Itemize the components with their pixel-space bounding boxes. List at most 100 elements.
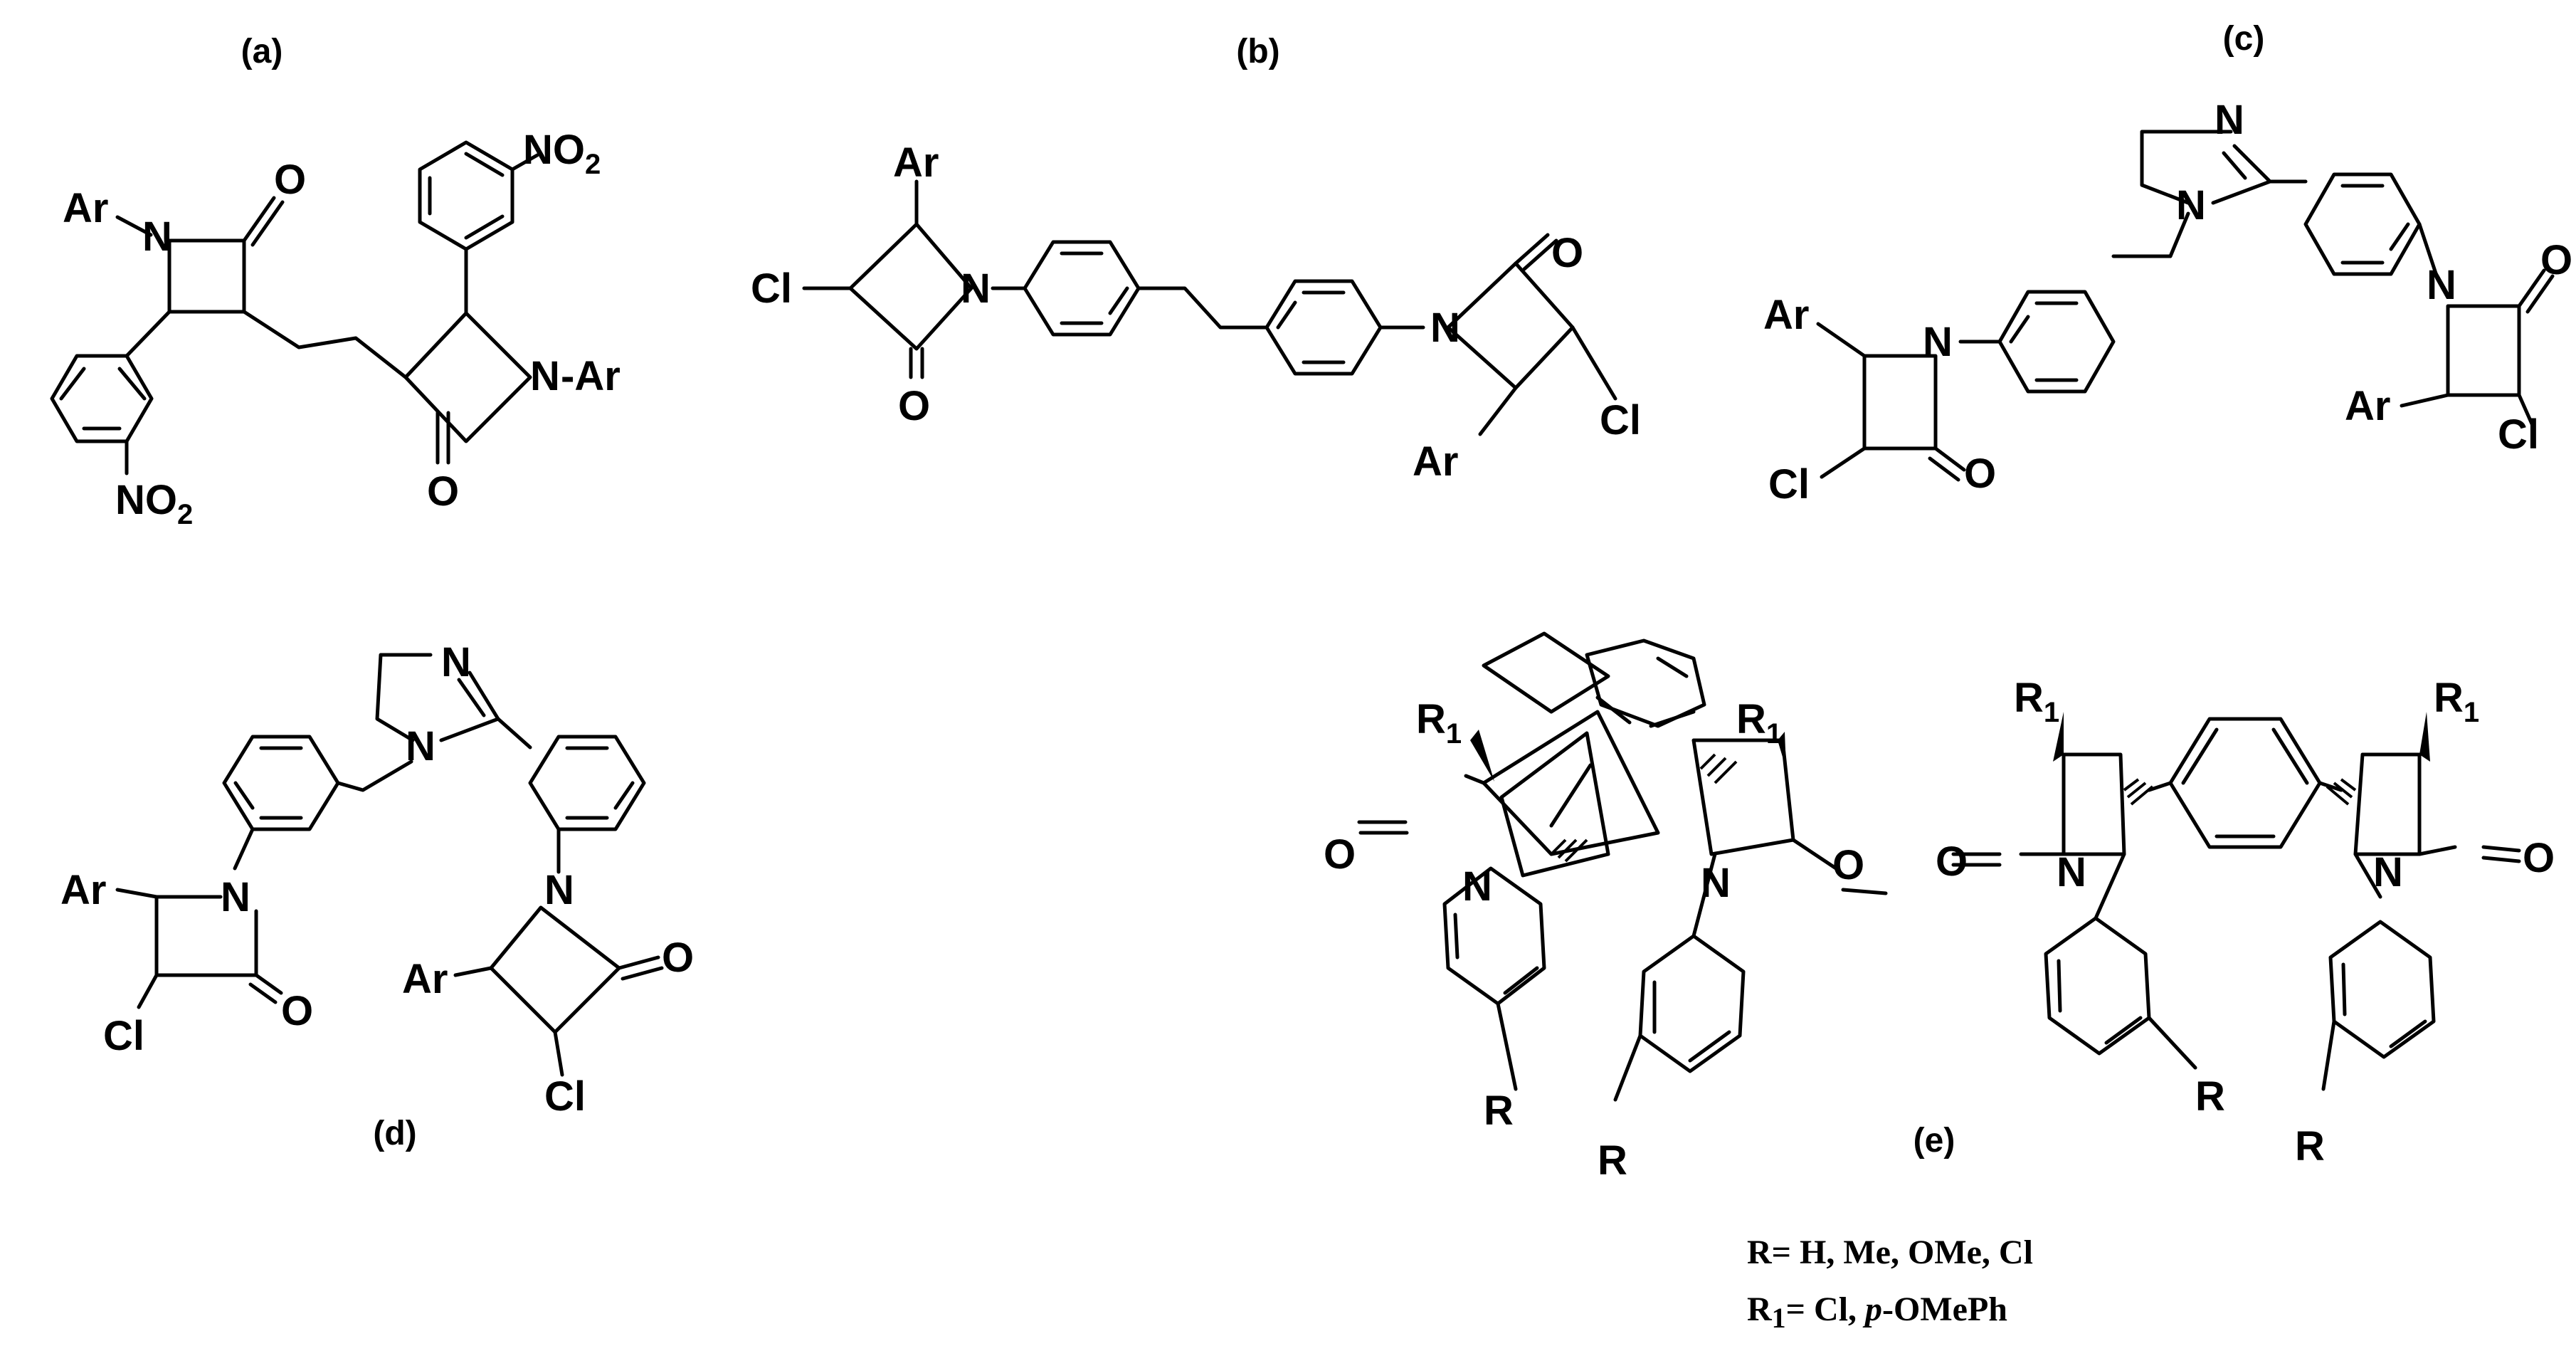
aryl-bond-a1 xyxy=(125,310,171,358)
aromatic-bonds-b2 xyxy=(1276,290,1346,364)
r-bond-e4 xyxy=(2321,1019,2336,1091)
ar-label-c1: Ar xyxy=(1763,292,1809,338)
compound-e: (e) xyxy=(1324,631,2555,1334)
o-label-e4: O xyxy=(2523,835,2555,881)
beta-lactam-ring-a1 xyxy=(167,196,276,314)
o-label-e1: O xyxy=(1324,831,1356,878)
n-label-d1: N xyxy=(221,874,250,920)
aryl-ring-e1 xyxy=(1442,866,1546,1006)
ar-bond-d1 xyxy=(115,888,159,899)
aromatic-bonds-d1 xyxy=(233,746,303,820)
beta-lactam-ring-d2 xyxy=(489,905,621,1034)
para-aryl-bonds-e xyxy=(2147,781,2343,792)
ar-bond-b2 xyxy=(1478,386,1518,436)
carbonyl-bond-e2 xyxy=(1791,838,1888,895)
r1-label-e3: R1 xyxy=(2014,675,2059,728)
cl-label-b1: Cl xyxy=(751,265,792,312)
ar-label-b2: Ar xyxy=(1413,438,1458,485)
carbonyl-bond-b2 xyxy=(1514,233,1558,271)
n-label-e4: N xyxy=(2373,849,2403,895)
o-label-a1: O xyxy=(274,157,306,203)
phenyl-ring-c2 xyxy=(2303,172,2422,276)
o-label-b2: O xyxy=(1551,230,1583,276)
cl-label-c2: Cl xyxy=(2498,411,2539,458)
panel-label-b: (b) xyxy=(1236,33,1279,70)
o-label-e3: O xyxy=(1936,838,1968,885)
cl-label-d1: Cl xyxy=(103,1013,144,1059)
aryl-ring-e3 xyxy=(2044,916,2151,1056)
carbonyl-bond-b1 xyxy=(909,347,924,379)
panel-label-d: (d) xyxy=(373,1115,416,1152)
ar-label-c2: Ar xyxy=(2345,383,2390,429)
n-aryl-bond-e1 xyxy=(1549,763,1593,828)
beta-lactam-ring-e4 xyxy=(2353,752,2422,856)
r-bond-e3 xyxy=(2147,1016,2197,1070)
compound-a: (a) Ar N O NO2 NO2 N -Ar O xyxy=(50,33,621,530)
n-aryl-bond-e2 xyxy=(1691,852,1717,938)
aromatic-bonds-c2 xyxy=(2340,184,2410,265)
ethylene-linker-a xyxy=(242,310,408,379)
panel-label-e: (e) xyxy=(1913,1122,1955,1160)
aryl-ring-e2 xyxy=(1638,934,1746,1073)
r-bond-e2 xyxy=(1613,1034,1642,1102)
central-benzene-e-para xyxy=(2168,717,2322,849)
aromatic-bonds-a1 xyxy=(59,367,147,431)
n-label-e2: N xyxy=(1701,860,1731,906)
cl-label-b2: Cl xyxy=(1600,397,1641,443)
methylene-bond-c xyxy=(2111,211,2190,258)
o-label-b1: O xyxy=(898,383,930,429)
o-label-d1: O xyxy=(281,988,313,1034)
imidazoline-aryl-bond-d xyxy=(496,717,532,750)
n-ar-bond-a1 xyxy=(115,215,153,237)
nitro-bond-a2 xyxy=(510,153,539,172)
aromatic-bonds-e1 xyxy=(1453,913,1539,995)
cl-bond-d1 xyxy=(137,973,159,1009)
aromatic-bonds-b1 xyxy=(1060,251,1129,325)
n-aryl-bond-c2 xyxy=(2417,222,2439,280)
r1-label-e4: R1 xyxy=(2434,675,2479,728)
phenyl-ring-d2 xyxy=(528,735,646,831)
n-label-b2: N xyxy=(1430,305,1460,351)
n-label-d2: N xyxy=(544,867,574,913)
imidazoline-ring-d xyxy=(375,653,500,742)
beta-lactam-ring-a2 xyxy=(403,311,532,443)
n-aryl-bond-d1 xyxy=(233,827,255,871)
r1-label-e2: R1 xyxy=(1736,696,1782,750)
phenyl-ring-d1 xyxy=(222,735,340,831)
n-label-e1: N xyxy=(1462,863,1492,910)
beta-lactam-core-e1 xyxy=(1499,731,1610,878)
carbonyl-bond-e4 xyxy=(2417,845,2521,863)
n-label-c2: N xyxy=(2427,262,2456,308)
r-label-e4: R xyxy=(2295,1123,2325,1169)
compound-b: (b) Ar Cl N O N O Cl Ar xyxy=(751,33,1641,485)
panel-label-c: (c) xyxy=(2223,20,2265,58)
aromatic-bonds-c1 xyxy=(2009,301,2079,382)
ar-bond-d2 xyxy=(453,966,493,977)
nitrophenyl-ring-a1 xyxy=(50,354,154,443)
n-label-e3: N xyxy=(2057,849,2086,895)
aromatic-bonds-e-para xyxy=(2181,727,2309,838)
carbonyl-bond-c1 xyxy=(1928,446,1966,482)
aromatic-bonds-a2 xyxy=(428,152,505,240)
ar-label-a2: -Ar xyxy=(561,353,621,399)
ar-bond-c1 xyxy=(1816,322,1867,358)
aromatic-bonds-e-meta xyxy=(1595,656,1696,728)
o-label-d2: O xyxy=(662,935,694,981)
cl-label-d2: Cl xyxy=(544,1073,586,1120)
stereo-hash-e4 xyxy=(2326,778,2357,806)
aromatic-bonds-e2 xyxy=(1652,980,1731,1063)
r-label-e1: R xyxy=(1484,1088,1514,1134)
phenyl-ring-c1 xyxy=(1997,290,2116,394)
beta-lactam-ring-e3 xyxy=(2062,752,2126,856)
o-label-e2: O xyxy=(1832,842,1864,888)
ethylene-linker-b xyxy=(1136,286,1269,330)
carbonyl-bond-a1 xyxy=(250,200,285,247)
cl-bond-d2 xyxy=(553,1030,564,1077)
ar-label-a1: Ar xyxy=(63,185,108,231)
r-label-e2: R xyxy=(1598,1137,1627,1184)
phenyl-ring-b2 xyxy=(1265,279,1383,376)
imidazoline-n-label-c1: N xyxy=(2215,97,2244,143)
stereo-wedge-e3 xyxy=(2053,712,2064,762)
